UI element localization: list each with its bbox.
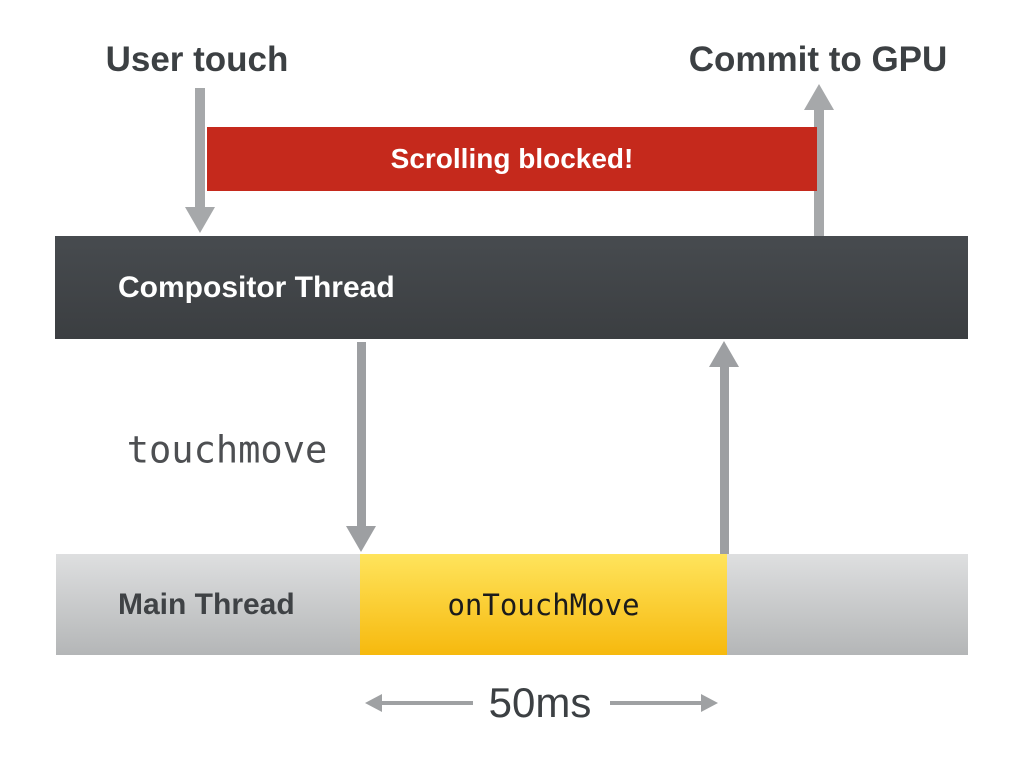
arrow-head: [701, 694, 718, 712]
user-touch-down-arrow-icon: [185, 88, 215, 233]
arrow-shaft: [610, 701, 703, 705]
touchmove-event-label: touchmove: [126, 428, 328, 472]
arrow-head: [804, 84, 834, 110]
scrolling-blocked-banner: Scrolling blocked!: [207, 127, 817, 191]
compositor-thread-label: Compositor Thread: [118, 270, 395, 304]
arrow-head: [185, 207, 215, 233]
arrow-shaft: [195, 88, 205, 209]
duration-left-arrow-icon: [365, 693, 473, 713]
duration-right-arrow-icon: [610, 693, 718, 713]
arrow-head: [365, 694, 382, 712]
on-touch-move-segment: onTouchMove: [360, 554, 727, 655]
on-touch-move-label: onTouchMove: [447, 587, 640, 622]
arrow-shaft: [380, 701, 473, 705]
arrow-shaft: [814, 108, 824, 236]
arrow-shaft: [357, 342, 366, 528]
user-touch-label: User touch: [105, 40, 289, 79]
compositor-thread-bar: Compositor Thread: [55, 236, 968, 339]
arrow-head: [346, 526, 376, 552]
touchmove-dispatch-down-arrow-icon: [346, 342, 376, 552]
scrolling-blocked-text: Scrolling blocked!: [390, 143, 634, 174]
handler-response-up-arrow-icon: [709, 341, 739, 554]
duration-label: 50ms: [488, 679, 592, 726]
commit-to-gpu-label: Commit to GPU: [688, 40, 948, 79]
arrow-head: [709, 341, 739, 367]
commit-gpu-up-arrow-icon: [804, 84, 834, 236]
arrow-shaft: [720, 365, 729, 554]
main-thread-bar: Main Thread onTouchMove: [56, 554, 968, 655]
main-thread-label: Main Thread: [118, 587, 295, 621]
